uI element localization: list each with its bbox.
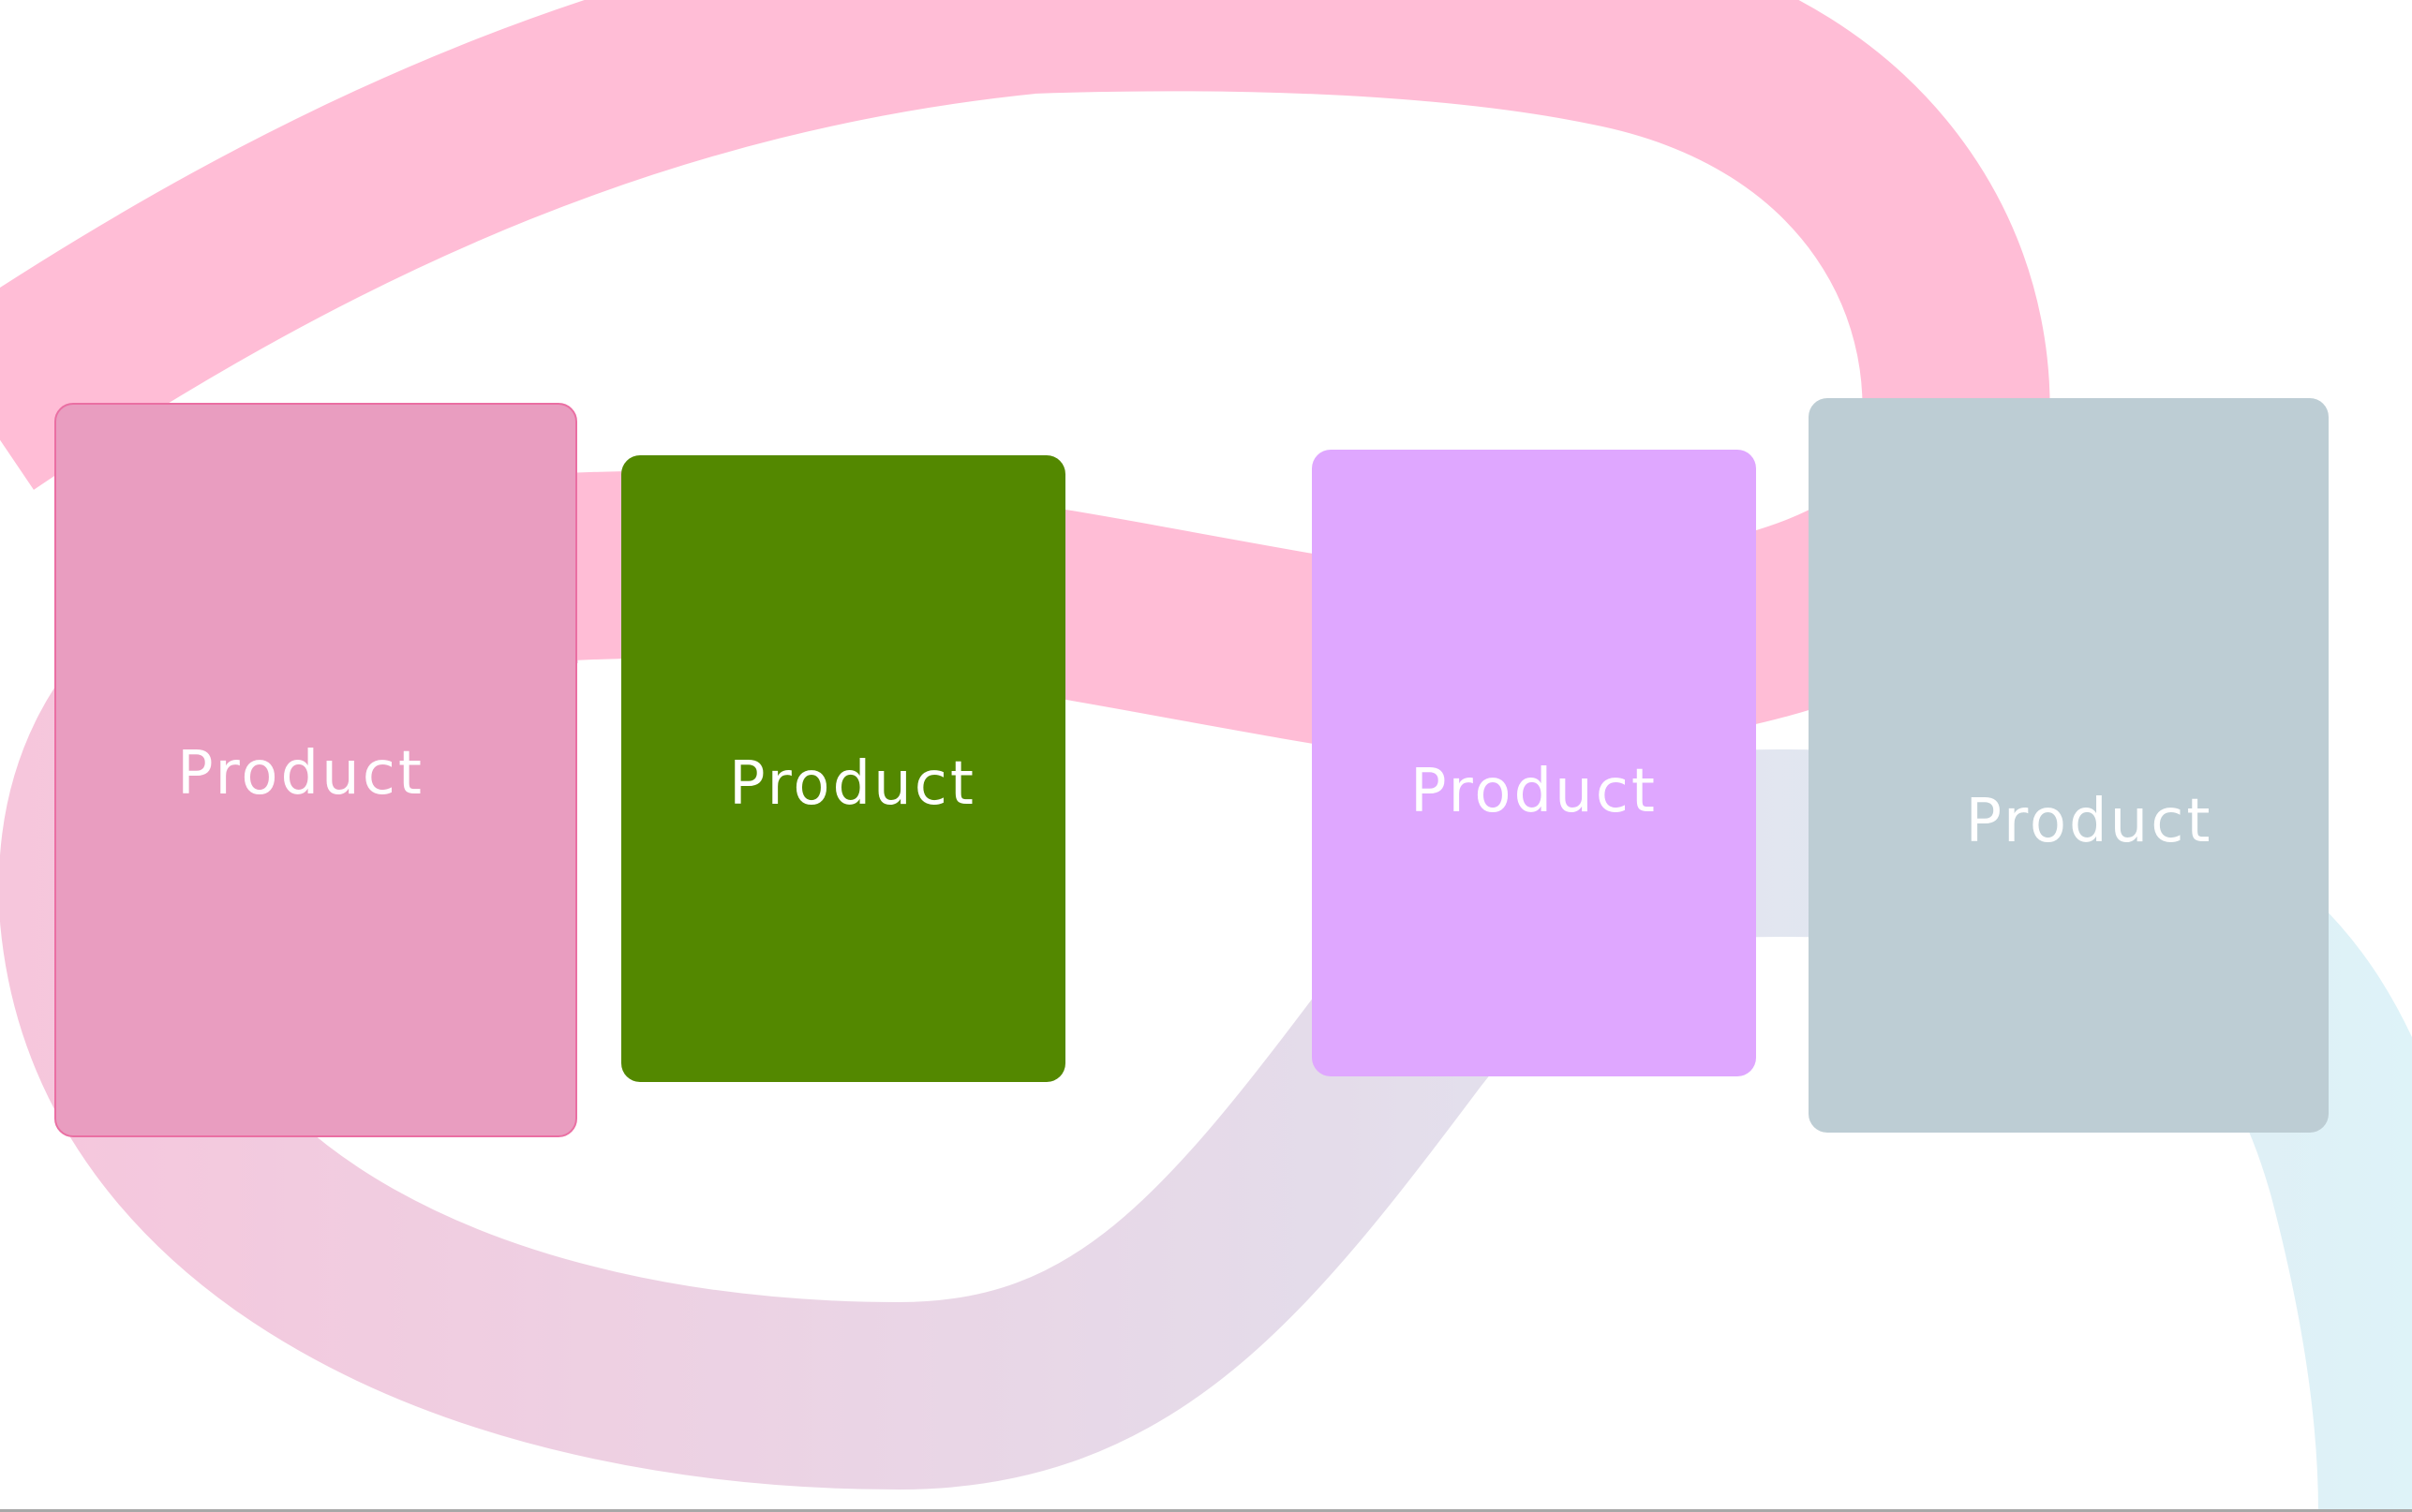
product-card-label: Product	[1410, 756, 1658, 826]
bottom-divider	[0, 1509, 2412, 1512]
product-card[interactable]: Product	[621, 455, 1065, 1082]
product-card[interactable]: Product	[1809, 398, 2329, 1133]
product-card-label: Product	[1965, 787, 2213, 856]
product-card-label: Product	[177, 739, 424, 808]
product-card[interactable]: Product	[1312, 450, 1756, 1076]
product-card-label: Product	[729, 749, 976, 819]
product-card[interactable]: Product	[54, 403, 577, 1137]
